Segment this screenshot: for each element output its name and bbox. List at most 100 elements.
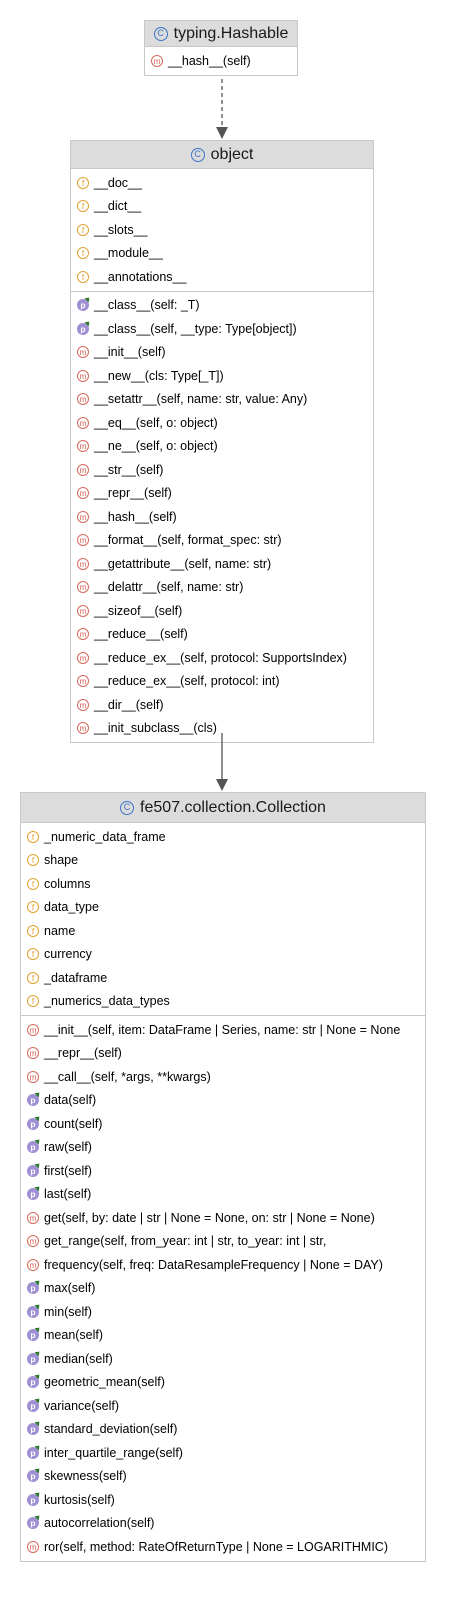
method-row[interactable]: m__str__(self) bbox=[71, 458, 373, 482]
method-row[interactable]: m__init__(self, item: DataFrame | Series… bbox=[21, 1018, 425, 1042]
method-icon: m bbox=[27, 1070, 39, 1083]
property-row[interactable]: p__class__(self: _T) bbox=[71, 294, 373, 318]
member-label: __str__(self) bbox=[94, 462, 164, 477]
method-icon: m bbox=[77, 604, 89, 617]
member-label: __init__(self, item: DataFrame | Series,… bbox=[44, 1022, 401, 1037]
field-row[interactable]: f__slots__ bbox=[71, 218, 373, 242]
property-icon: p bbox=[27, 1164, 39, 1177]
class-box-hashable[interactable]: C typing.Hashable m__hash__(self) bbox=[144, 20, 298, 76]
property-icon: p bbox=[27, 1094, 39, 1107]
member-label: __doc__ bbox=[94, 175, 142, 190]
method-row[interactable]: m__hash__(self) bbox=[145, 49, 297, 73]
member-label: min(self) bbox=[44, 1304, 92, 1319]
class-members: f__doc__f__dict__f__slots__f__module__f_… bbox=[71, 169, 373, 742]
property-icon: p bbox=[27, 1282, 39, 1295]
field-row[interactable]: f_numeric_data_frame bbox=[21, 825, 425, 849]
property-row[interactable]: p count(self) bbox=[21, 1112, 425, 1136]
field-icon: f bbox=[27, 924, 39, 937]
method-row[interactable]: m__call__(self, *args, **kwargs) bbox=[21, 1065, 425, 1089]
member-label: data_type bbox=[44, 900, 99, 915]
class-members: m__hash__(self) bbox=[145, 47, 297, 75]
property-icon: p bbox=[27, 1141, 39, 1154]
field-row[interactable]: f__doc__ bbox=[71, 171, 373, 195]
member-label: __ne__(self, o: object) bbox=[94, 439, 218, 454]
field-row[interactable]: f__dict__ bbox=[71, 195, 373, 219]
method-row[interactable]: m__ne__(self, o: object) bbox=[71, 435, 373, 459]
method-icon: m bbox=[77, 534, 89, 547]
member-label: __new__(cls: Type[_T]) bbox=[94, 368, 224, 383]
class-box-collection[interactable]: C fe507.collection.Collection f_numeric_… bbox=[20, 792, 426, 1562]
member-label: variance(self) bbox=[44, 1398, 120, 1413]
field-row[interactable]: f_numerics_data_types bbox=[21, 990, 425, 1014]
method-row[interactable]: m__repr__(self) bbox=[21, 1042, 425, 1066]
method-row[interactable]: m__dir__(self) bbox=[71, 693, 373, 717]
class-title: typing.Hashable bbox=[173, 24, 289, 42]
method-icon: m bbox=[77, 722, 89, 735]
property-icon: p bbox=[27, 1376, 39, 1389]
property-row[interactable]: p__class__(self, __type: Type[object]) bbox=[71, 317, 373, 341]
property-icon: p bbox=[27, 1446, 39, 1459]
member-label: __dict__ bbox=[94, 199, 142, 214]
method-row[interactable]: m__setattr__(self, name: str, value: Any… bbox=[71, 388, 373, 412]
method-row[interactable]: m__format__(self, format_spec: str) bbox=[71, 529, 373, 553]
field-row[interactable]: f_dataframe bbox=[21, 966, 425, 990]
method-row[interactable]: m__new__(cls: Type[_T]) bbox=[71, 364, 373, 388]
method-row[interactable]: m__reduce_ex__(self, protocol: SupportsI… bbox=[71, 646, 373, 670]
method-icon: m bbox=[27, 1211, 39, 1224]
method-row[interactable]: m__hash__(self) bbox=[71, 505, 373, 529]
method-row[interactable]: m__delattr__(self, name: str) bbox=[71, 576, 373, 600]
member-label: last(self) bbox=[44, 1187, 92, 1202]
field-row[interactable]: f__module__ bbox=[71, 242, 373, 266]
property-icon: p bbox=[27, 1117, 39, 1130]
class-icon: C bbox=[120, 800, 135, 815]
method-row[interactable]: m__getattribute__(self, name: str) bbox=[71, 552, 373, 576]
method-row[interactable]: m__repr__(self) bbox=[71, 482, 373, 506]
method-row[interactable]: m__init__(self) bbox=[71, 341, 373, 365]
class-header: C fe507.collection.Collection bbox=[21, 793, 425, 823]
method-row[interactable]: m__reduce_ex__(self, protocol: int) bbox=[71, 670, 373, 694]
member-label: count(self) bbox=[44, 1116, 103, 1131]
fields-section: f__doc__f__dict__f__slots__f__module__f_… bbox=[71, 169, 373, 291]
methods-section: p__class__(self: _T)p__class__(self, __t… bbox=[71, 290, 373, 743]
member-label: __class__(self: _T) bbox=[94, 298, 200, 313]
class-box-object[interactable]: C object f__doc__f__dict__f__slots__f__m… bbox=[70, 140, 374, 743]
method-row[interactable]: m__reduce__(self) bbox=[71, 623, 373, 647]
member-label: __annotations__ bbox=[94, 269, 187, 284]
member-label: standard_deviation(self) bbox=[44, 1422, 178, 1437]
field-icon: f bbox=[27, 830, 39, 843]
field-row[interactable]: f__annotations__ bbox=[71, 265, 373, 289]
method-row[interactable]: m__eq__(self, o: object) bbox=[71, 411, 373, 435]
method-icon: m bbox=[77, 581, 89, 594]
field-icon: f bbox=[27, 995, 39, 1008]
methods-section: m__hash__(self) bbox=[145, 47, 297, 75]
method-row[interactable]: m__init_subclass__(cls) bbox=[71, 717, 373, 741]
member-label: __hash__(self) bbox=[94, 509, 177, 524]
method-row[interactable]: m__sizeof__(self) bbox=[71, 599, 373, 623]
property-icon: p bbox=[27, 1517, 39, 1530]
